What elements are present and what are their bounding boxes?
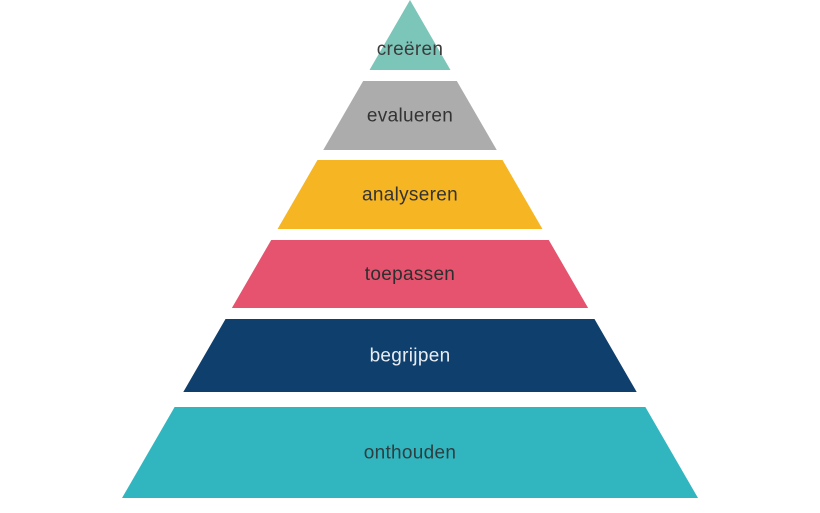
layer-shape: [323, 81, 497, 150]
layer-shape: [231, 240, 589, 308]
layer-label-creeren: creëren: [377, 39, 444, 60]
layer-shape: [369, 0, 451, 70]
layer-label-analyseren: analyseren: [362, 185, 458, 206]
layer-label-toepassen: toepassen: [365, 264, 455, 285]
layer-label-begrijpen: begrijpen: [370, 346, 451, 367]
layer-shape: [122, 407, 698, 498]
layer-shape: [183, 319, 637, 392]
pyramid-layer-evalueren: evalueren: [323, 81, 497, 150]
layer-label-onthouden: onthouden: [364, 443, 457, 464]
pyramid-layer-begrijpen: begrijpen: [183, 319, 637, 392]
layer-label-evalueren: evalueren: [367, 106, 453, 127]
layer-shape: [277, 160, 543, 229]
pyramid-layer-onthouden: onthouden: [122, 407, 698, 498]
pyramid-layer-analyseren: analyseren: [277, 160, 543, 229]
pyramid-layer-toepassen: toepassen: [231, 240, 589, 308]
pyramid-layer-creeren: creëren: [369, 0, 451, 70]
